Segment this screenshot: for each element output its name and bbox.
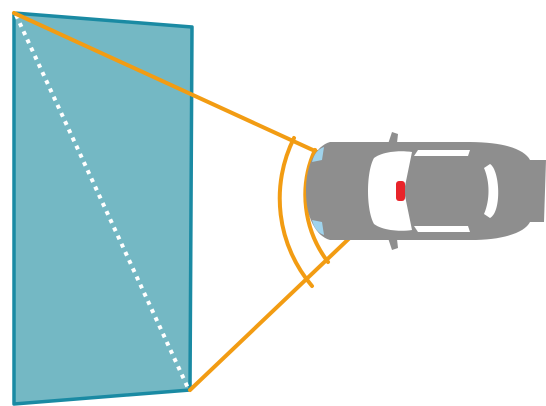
signal-arc-outer [277,136,314,288]
panel-diagonal [14,14,190,389]
car-roof [406,156,468,226]
car-windshield [368,151,412,231]
sensor-wave-icon [277,136,330,288]
car-top-view-icon [306,132,546,250]
signal-arc-inner [303,148,330,264]
car-headlight-bottom [312,220,324,235]
target-panel [12,11,194,406]
car-window-top [414,150,470,156]
car-window-bottom [414,226,470,232]
car-rear-window [484,164,499,218]
rear-sensor-icon [396,181,405,201]
car-headlight-top [312,147,324,162]
